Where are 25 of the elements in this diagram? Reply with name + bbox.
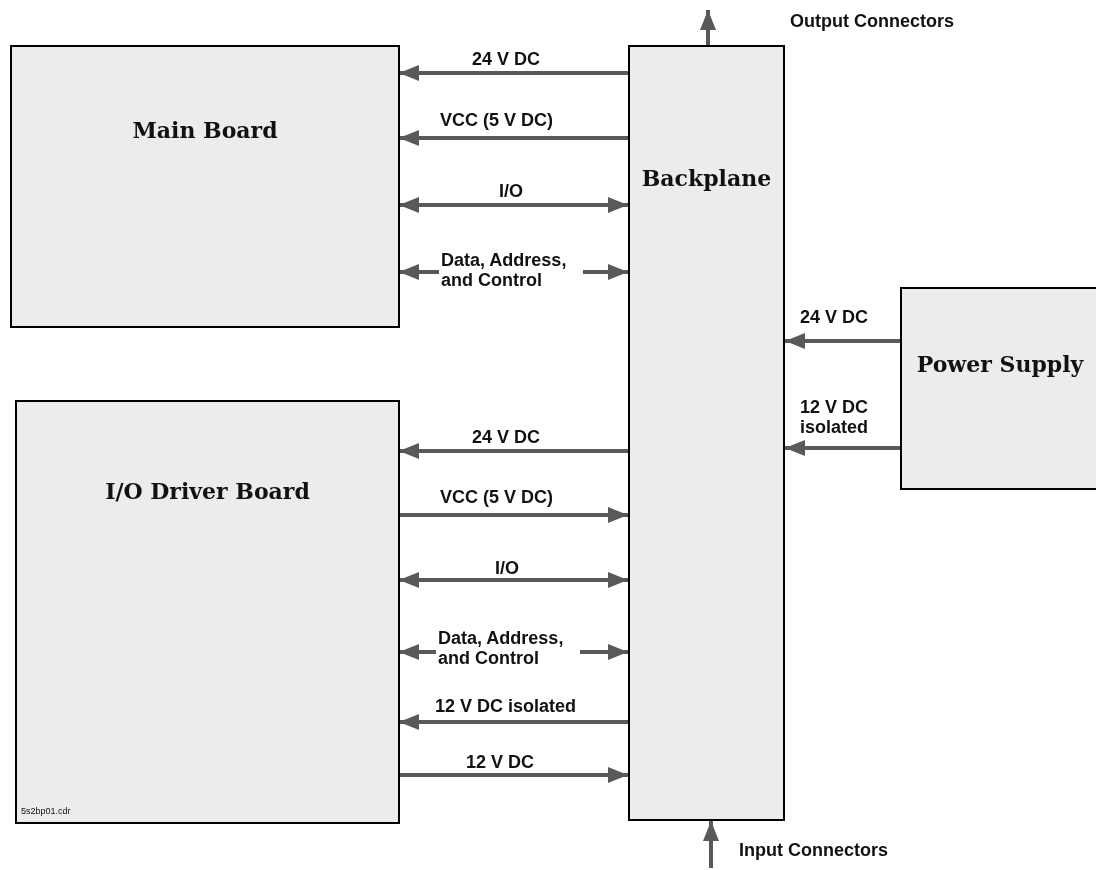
block-box — [628, 45, 785, 821]
edge-label: VCC (5 V DC) — [438, 110, 555, 130]
block-title: I/O Driver Board — [104, 478, 311, 504]
arrow — [399, 714, 628, 730]
block-title: Backplane — [640, 165, 773, 191]
block-box — [10, 45, 400, 328]
arrow — [399, 130, 628, 146]
arrow — [399, 65, 628, 81]
edge-label: Output Connectors — [788, 11, 956, 31]
block-box — [900, 287, 1096, 490]
arrow — [700, 10, 716, 45]
block-box — [15, 400, 400, 824]
block-title: Power Supply — [915, 351, 1085, 377]
block-title: Main Board — [131, 117, 279, 143]
arrow — [399, 507, 628, 523]
file-name: 5s2bp01.cdr — [21, 806, 71, 816]
arrow — [703, 821, 719, 868]
arrow — [785, 440, 900, 456]
arrow — [399, 197, 628, 213]
edge-label: VCC (5 V DC) — [438, 487, 555, 507]
edge-label: Input Connectors — [737, 840, 890, 860]
arrow — [399, 572, 628, 588]
arrow — [399, 767, 628, 783]
arrow — [785, 333, 900, 349]
arrow — [399, 443, 628, 459]
